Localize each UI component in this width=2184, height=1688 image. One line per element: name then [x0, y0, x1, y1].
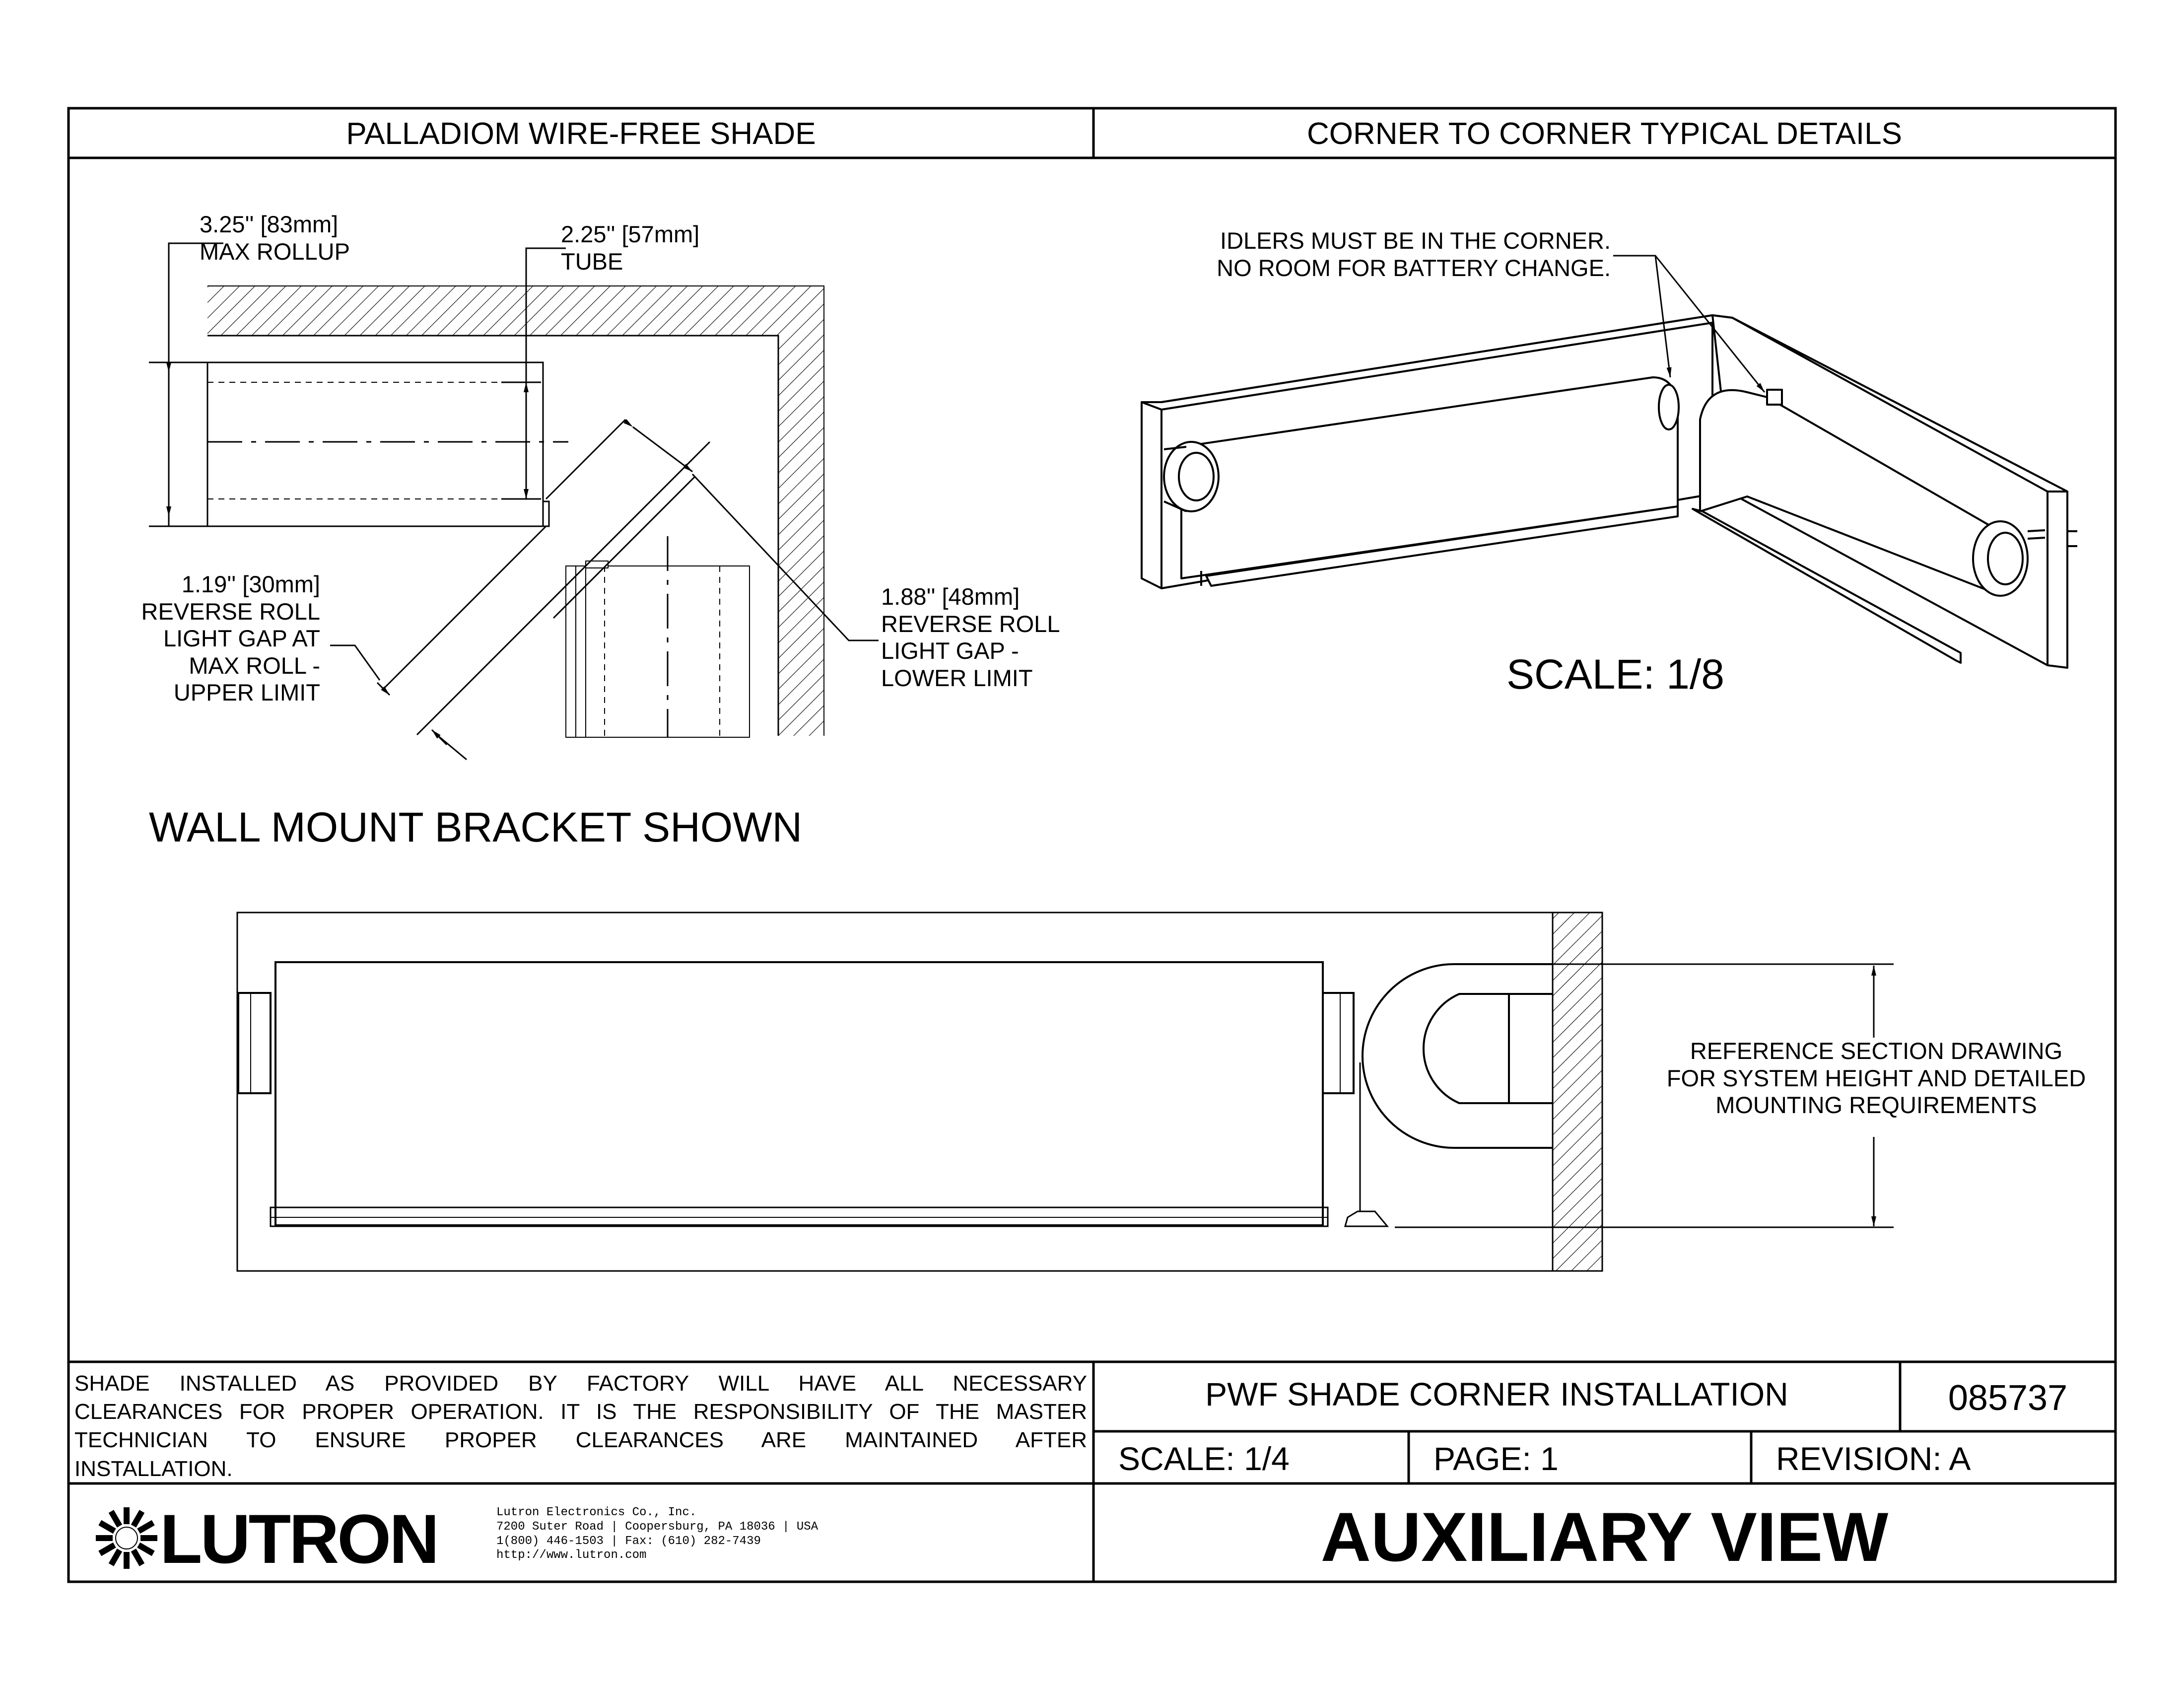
lutron-logo-text: LUTRON — [160, 1500, 439, 1578]
header-left-title: PALLADIOM WIRE-FREE SHADE — [346, 117, 816, 151]
aux-bracket-ring — [1362, 963, 1553, 1149]
iso-right-shade-roll — [1699, 389, 1996, 594]
notes-line-2: CLEARANCES FOR PROPER OPERATION. IT IS T… — [74, 1400, 1087, 1424]
frame-lines — [67, 107, 2117, 1583]
reference-note: REFERENCE SECTION DRAWING FOR SYSTEM HEI… — [1638, 1038, 2115, 1119]
tube-dim: 2.25'' [57mm] — [561, 221, 700, 247]
plan-view-caption: WALL MOUNT BRACKET SHOWN — [149, 804, 803, 850]
aux-wall-hatch — [1552, 912, 1603, 1272]
max-rollup-text: MAX ROLLUP — [200, 238, 350, 265]
tube-label: 2.25'' [57mm] TUBE — [561, 221, 699, 275]
address-line-3: 1(800) 446-1503 | Fax: (610) 282-7439 — [496, 1534, 761, 1548]
header-right-title: CORNER TO CORNER TYPICAL DETAILS — [1307, 117, 1902, 151]
plan-view-drawing — [149, 242, 879, 761]
drawing-scale: SCALE: 1/4 — [1118, 1440, 1290, 1477]
lower-gap-label: 1.88'' [48mm] REVERSE ROLL LIGHT GAP - L… — [881, 583, 1060, 692]
address-line-2: 7200 Suter Road | Coopersburg, PA 18036 … — [496, 1520, 819, 1534]
iso-scale-label: SCALE: 1/8 — [1506, 651, 1724, 698]
upper-gap-label: 1.19'' [30mm] REVERSE ROLL LIGHT GAP AT … — [99, 571, 320, 706]
iso-view-drawing — [1141, 255, 2077, 669]
upper-gap-line-2: LIGHT GAP AT — [163, 625, 320, 652]
lower-gap-line-1: REVERSE ROLL — [881, 610, 1060, 637]
idlers-note-line-2: NO ROOM FOR BATTERY CHANGE. — [1217, 254, 1611, 281]
lower-gap-dim: 1.88'' [48mm] — [881, 583, 1020, 610]
max-rollup-label: 3.25'' [83mm] MAX ROLLUP — [200, 211, 350, 265]
lutron-logo-mark — [96, 1507, 157, 1569]
drawing-revision: REVISION: A — [1776, 1440, 1971, 1477]
reference-line-3: MOUNTING REQUIREMENTS — [1715, 1092, 2037, 1119]
wall-hatch — [778, 286, 824, 736]
reference-line-1: REFERENCE SECTION DRAWING — [1690, 1038, 2063, 1064]
drawing-title: PWF SHADE CORNER INSTALLATION — [1205, 1376, 1788, 1412]
view-title: AUXILIARY VIEW — [1320, 1498, 1889, 1576]
upper-gap-line-3: MAX ROLL - — [189, 652, 320, 679]
notes-line-4: INSTALLATION. — [74, 1456, 233, 1481]
reference-line-2: FOR SYSTEM HEIGHT AND DETAILED — [1666, 1064, 2086, 1091]
tube-text: TUBE — [561, 248, 623, 275]
upper-gap-line-1: REVERSE ROLL — [141, 598, 320, 625]
address-line-1: Lutron Electronics Co., Inc. — [496, 1506, 697, 1519]
address-line-4: http://www.lutron.com — [496, 1548, 647, 1562]
aux-view-drawing — [236, 912, 1894, 1272]
notes-line-1: SHADE INSTALLED AS PROVIDED BY FACTORY W… — [74, 1371, 1087, 1396]
upper-gap-dim: 1.19'' [30mm] — [181, 571, 320, 597]
notes-line-3: TECHNICIAN TO ENSURE PROPER CLEARANCES A… — [74, 1428, 1087, 1453]
aux-shade-body — [274, 961, 1324, 1226]
company-address: Lutron Electronics Co., Inc. 7200 Suter … — [496, 1506, 818, 1563]
drawing-number: 085737 — [1948, 1378, 2068, 1418]
lower-gap-line-3: LOWER LIMIT — [881, 664, 1033, 691]
upper-gap-line-4: UPPER LIMIT — [173, 679, 320, 706]
title-block-notes: SHADE INSTALLED AS PROVIDED BY FACTORY W… — [74, 1369, 1087, 1483]
ceiling-hatch — [207, 286, 778, 336]
idlers-note: IDLERS MUST BE IN THE CORNER. NO ROOM FO… — [1142, 227, 1611, 281]
idlers-note-line-1: IDLERS MUST BE IN THE CORNER. — [1220, 227, 1611, 254]
lower-gap-line-2: LIGHT GAP - — [881, 637, 1019, 664]
plan-shade-roll — [206, 361, 544, 527]
drawing-page: PAGE: 1 — [1433, 1440, 1559, 1477]
plan-wall-shade — [565, 565, 750, 738]
max-rollup-dim: 3.25'' [83mm] — [200, 211, 339, 237]
